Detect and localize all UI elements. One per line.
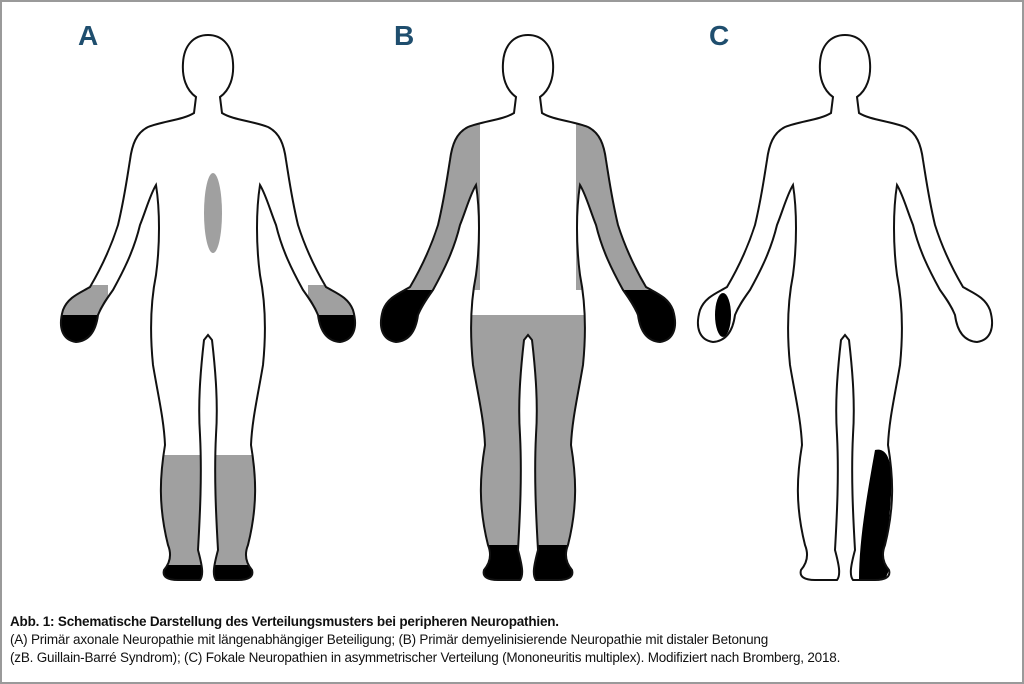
feet-black <box>138 565 278 580</box>
arm-left-grey <box>380 115 480 290</box>
spine-region <box>204 173 222 253</box>
arm-right-grey <box>576 115 676 290</box>
figure-a <box>59 34 357 581</box>
hand-left-black <box>60 315 108 355</box>
panel-label-c: C <box>709 20 730 51</box>
hand-right-black <box>308 315 356 355</box>
caption-title: Abb. 1: Schematische Darstellung des Ver… <box>10 614 559 629</box>
legs-grey <box>458 315 598 545</box>
feet-black <box>458 545 598 580</box>
figure-b <box>379 34 677 581</box>
figure-caption: Abb. 1: Schematische Darstellung des Ver… <box>10 613 840 667</box>
caption-line-1: (A) Primär axonale Neuropathie mit länge… <box>10 632 769 647</box>
hand-focal-lesion <box>715 293 731 337</box>
panel-label-b: B <box>394 20 415 51</box>
panel-label-a: A <box>78 20 99 51</box>
figure-c <box>696 34 994 581</box>
caption-line-2: (zB. Guillain-Barré Syndrom); (C) Fokale… <box>10 650 841 665</box>
legs-grey <box>138 455 278 565</box>
body-diagrams <box>59 34 994 581</box>
